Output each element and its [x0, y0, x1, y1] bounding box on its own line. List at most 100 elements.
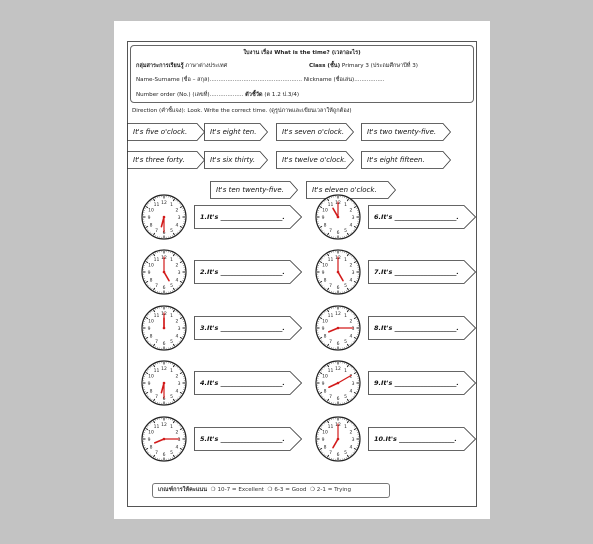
- svg-text:9: 9: [148, 215, 151, 221]
- minute-hand: [337, 374, 352, 384]
- circle-icon: ❍: [208, 487, 218, 493]
- worksheet-header: ใบงาน เรื่อง What is the time? (เวลาอะไร…: [130, 45, 474, 103]
- name-line: Name-Surname (ชื่อ – สกุล)..............…: [136, 76, 384, 84]
- svg-text:9: 9: [322, 326, 325, 332]
- answer-box[interactable]: 6.It's ___________________.: [368, 205, 476, 229]
- hour-hand: [160, 216, 165, 228]
- svg-text:11: 11: [154, 257, 160, 263]
- svg-text:6: 6: [163, 230, 166, 236]
- svg-text:5: 5: [344, 228, 347, 234]
- answer-option-text: It's twelve o'clock.: [282, 156, 347, 164]
- svg-text:5: 5: [170, 394, 173, 400]
- answer-box[interactable]: 1.It's ___________________.: [194, 205, 302, 229]
- svg-text:8: 8: [324, 333, 327, 339]
- svg-text:9: 9: [322, 270, 325, 276]
- svg-text:10: 10: [148, 318, 154, 324]
- answer-option-text: It's three forty.: [133, 156, 185, 164]
- svg-text:11: 11: [328, 313, 334, 319]
- answer-box[interactable]: 8.It's ___________________.: [368, 316, 476, 340]
- answer-box[interactable]: 4.It's ___________________.: [194, 371, 302, 395]
- answer-option: It's five o'clock.: [127, 123, 205, 141]
- svg-text:2: 2: [350, 429, 353, 435]
- svg-text:12: 12: [161, 422, 167, 428]
- svg-text:8: 8: [324, 388, 327, 394]
- svg-text:7: 7: [329, 339, 332, 345]
- subject-group-line: กลุ่มสาระการเรียนรู้ ภาษาต่างประเทศ: [136, 62, 227, 70]
- criteria-excellent: 10-7 = Excellent: [217, 487, 264, 493]
- hour-hand: [327, 327, 339, 333]
- svg-text:1: 1: [170, 313, 173, 319]
- svg-text:6: 6: [337, 285, 340, 291]
- svg-text:3: 3: [178, 215, 181, 221]
- svg-text:7: 7: [329, 450, 332, 456]
- answer-box[interactable]: 3.It's ___________________.: [194, 316, 302, 340]
- svg-text:1: 1: [170, 368, 173, 374]
- svg-text:11: 11: [154, 313, 160, 319]
- indicator-value: (ต 1.2 ป.3/4): [264, 92, 300, 98]
- criteria-label: เกณฑ์การให้คะแนน: [158, 487, 208, 493]
- svg-text:6: 6: [163, 341, 166, 347]
- svg-text:5: 5: [170, 228, 173, 234]
- svg-text:6: 6: [163, 452, 166, 458]
- svg-text:2: 2: [350, 373, 353, 379]
- svg-text:8: 8: [324, 277, 327, 283]
- hour-hand: [160, 382, 165, 394]
- answer-label: 6.It's ___________________.: [374, 213, 459, 221]
- svg-text:2: 2: [176, 318, 179, 324]
- answer-box[interactable]: 7.It's ___________________.: [368, 260, 476, 284]
- answer-option: It's eight ten.: [204, 123, 268, 141]
- svg-text:12: 12: [161, 200, 167, 206]
- svg-text:6: 6: [163, 396, 166, 402]
- svg-text:8: 8: [150, 333, 153, 339]
- name-field[interactable]: (ชื่อ – สกุล)...........................…: [181, 77, 303, 83]
- svg-text:4: 4: [350, 388, 353, 394]
- answer-label: 4.It's ___________________.: [200, 379, 285, 387]
- answer-label: 3.It's ___________________.: [200, 324, 285, 332]
- svg-text:8: 8: [150, 388, 153, 394]
- answer-box[interactable]: 2.It's ___________________.: [194, 260, 302, 284]
- svg-text:4: 4: [176, 222, 179, 228]
- answer-box[interactable]: 9.It's ___________________.: [368, 371, 476, 395]
- answer-label: 7.It's ___________________.: [374, 268, 459, 276]
- circle-icon: ❍: [308, 487, 317, 493]
- answer-box[interactable]: 5.It's ___________________.: [194, 427, 302, 451]
- answer-option: It's ten twenty-five.: [210, 181, 298, 199]
- svg-text:4: 4: [350, 277, 353, 283]
- svg-text:2: 2: [176, 373, 179, 379]
- svg-text:4: 4: [350, 222, 353, 228]
- answer-option: It's seven o'clock.: [276, 123, 354, 141]
- answer-box[interactable]: 10.It's _________________.: [368, 427, 476, 451]
- svg-text:9: 9: [148, 270, 151, 276]
- svg-text:9: 9: [148, 437, 151, 443]
- scoring-criteria: เกณฑ์การให้คะแนน ❍ 10-7 = Excellent ❍ 6-…: [152, 483, 390, 498]
- svg-text:12: 12: [335, 311, 341, 317]
- answer-option-text: It's eight ten.: [210, 128, 257, 136]
- nickname-field[interactable]: (ชื่อเล่น).................: [333, 77, 385, 83]
- svg-text:2: 2: [350, 262, 353, 268]
- svg-text:7: 7: [155, 339, 158, 345]
- direction-text: Look. Write the correct time.: [187, 108, 268, 114]
- svg-text:11: 11: [154, 424, 160, 430]
- criteria-good: 6-3 = Good: [274, 487, 307, 493]
- subject-group-label: กลุ่มสาระการเรียนรู้: [136, 63, 184, 69]
- indicator-label: ตัวชี้วัด: [245, 92, 263, 98]
- svg-text:1: 1: [344, 313, 347, 319]
- answer-option-text: It's six thirty.: [210, 156, 256, 164]
- svg-text:5: 5: [344, 339, 347, 345]
- svg-text:7: 7: [329, 394, 332, 400]
- svg-text:3: 3: [352, 270, 355, 276]
- svg-text:7: 7: [155, 283, 158, 289]
- answer-option: It's three forty.: [127, 151, 205, 169]
- class-label: Class (ชั้น): [309, 63, 341, 69]
- worksheet-page: ใบงาน เรื่อง What is the time? (เวลาอะไร…: [114, 21, 490, 519]
- number-field[interactable]: (No.) (เลขที่)...................: [176, 92, 244, 98]
- svg-text:2: 2: [350, 207, 353, 213]
